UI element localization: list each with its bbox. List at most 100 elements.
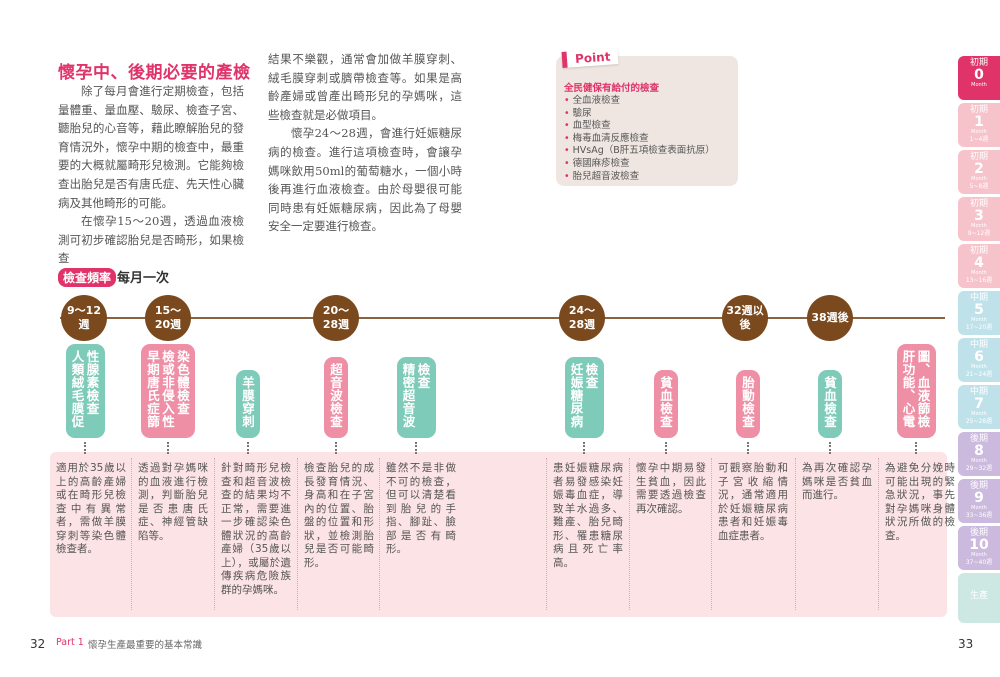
exam-pill: 精密超音波檢查 xyxy=(396,357,436,438)
article-title: 懷孕中、後期必要的產檢 xyxy=(58,63,251,83)
month-tab[interactable]: 生產 xyxy=(958,573,1000,623)
exam-name: 超音波檢查 xyxy=(328,363,343,428)
column-divider xyxy=(711,458,712,610)
exam-name: 人類絨毛膜促性腺素檢查 xyxy=(69,350,100,428)
exam-name: 妊娠糖尿病檢查 xyxy=(568,363,599,428)
connector-tick xyxy=(84,442,86,454)
tab-weeks: 21~24週 xyxy=(965,371,993,378)
exam-description: 針對畸形兒檢查和超音波檢查的結果均不正常，需要進一步確認染色體狀況的高齡產婦（3… xyxy=(221,462,291,596)
connector-tick xyxy=(583,442,585,454)
article-column-1: 除了每月會進行定期檢查，包括量體重、量血壓、驗尿、檢查子宮、聽胎兒的心音等，藉此… xyxy=(58,82,244,268)
exam-pill: 超音波檢查 xyxy=(324,357,348,438)
tab-unit: Month xyxy=(971,364,987,370)
connector-tick xyxy=(665,442,667,454)
point-heading: 全民健保有給付的檢查 xyxy=(564,83,660,94)
tab-stage: 後期 xyxy=(969,528,988,538)
connector-tick xyxy=(167,442,169,454)
tab-unit: Month xyxy=(971,505,987,511)
tab-unit: Month xyxy=(971,270,987,276)
tab-num: 8 xyxy=(974,443,984,459)
tab-unit: Month xyxy=(971,317,987,323)
milestone-circle: 9～12週 xyxy=(61,295,107,341)
exam-pill: 妊娠糖尿病檢查 xyxy=(564,357,604,438)
frequency-label: 檢查頻率 xyxy=(58,268,117,287)
tab-num: 1 xyxy=(974,114,984,130)
milestone-circle: 15～20週 xyxy=(145,295,191,341)
column-divider xyxy=(878,458,879,610)
milestone-circle: 24～28週 xyxy=(559,295,605,341)
point-item: 血型檢查 xyxy=(564,120,730,133)
tab-unit: Month xyxy=(971,411,987,417)
tab-num: 2 xyxy=(974,161,984,177)
exam-name: 胎動檢查 xyxy=(740,376,755,428)
column-divider xyxy=(379,458,380,610)
tab-stage: 中期 xyxy=(969,340,988,350)
exam-name: 貧血檢查 xyxy=(658,376,673,428)
description-panel xyxy=(50,452,947,617)
tab-num: 3 xyxy=(974,208,984,224)
point-item: 德國麻疹檢查 xyxy=(564,158,730,171)
point-item: HVsAg（B肝五項檢查表面抗原） xyxy=(564,145,730,158)
tab-num: 5 xyxy=(974,302,984,318)
tab-num: 6 xyxy=(974,349,984,365)
footer-chapter: 懷孕生產最重要的基本常識 xyxy=(88,640,203,651)
connector-tick xyxy=(915,442,917,454)
exam-description: 透過對孕媽咪的血液進行檢測，判斷胎兒是否患唐氏症、神經管缺陷等。 xyxy=(138,462,208,542)
point-item: 驗尿 xyxy=(564,108,730,121)
point-item: 全血液檢查 xyxy=(564,95,730,108)
exam-pill: 貧血檢查 xyxy=(818,370,842,438)
tab-weeks: 37~40週 xyxy=(965,559,993,566)
column-divider xyxy=(546,458,547,610)
tab-num: 10 xyxy=(969,537,989,553)
paragraph: 結果不樂觀，通常會加做羊膜穿刺、絨毛膜穿刺或臍帶檢查等。如果是高齡產婦或曾產出畸… xyxy=(268,52,462,122)
exam-pill: 貧血檢查 xyxy=(654,370,678,438)
tab-stage: 初期 xyxy=(969,152,988,162)
exam-description: 可觀察胎動和子宮收縮情況，通常適用於妊娠糖尿病患者和妊娠毒血症患者。 xyxy=(718,462,788,542)
tab-weeks: 13~16週 xyxy=(965,277,993,284)
tab-weeks: 25~28週 xyxy=(965,418,993,425)
exam-name: 精密超音波檢查 xyxy=(400,363,431,428)
exam-pill: 肝功能、心電圖、血液篩檢 xyxy=(896,344,936,438)
paragraph: 在懷孕15～20週，透過血液檢測可初步確認胎兒是否畸形，如果檢查 xyxy=(58,214,244,266)
exam-description: 為避免分娩時可能出現的緊急狀況，事先對孕媽咪身體狀況所做的檢查。 xyxy=(885,462,955,542)
tab-stage: 初期 xyxy=(969,199,988,209)
exam-pill: 人類絨毛膜促性腺素檢查 xyxy=(65,344,105,438)
exam-name: 肝功能、心電圖、血液篩檢 xyxy=(900,350,931,428)
exam-description: 雖然不是非做不可的檢查，但可以清楚看到胎兒的手指、腳趾、臉部是否有畸形。 xyxy=(386,462,456,555)
tab-weeks: 1~4週 xyxy=(969,136,989,143)
tab-unit: Month xyxy=(971,458,987,464)
left-page-number: 32 xyxy=(30,637,46,651)
exam-pill: 羊膜穿刺 xyxy=(236,370,260,438)
column-divider xyxy=(629,458,630,610)
article-column-2: 結果不樂觀，通常會加做羊膜穿刺、絨毛膜穿刺或臍帶檢查等。如果是高齡產婦或曾產出畸… xyxy=(268,50,462,236)
exam-description: 患妊娠糖尿病者易發感染妊娠毒血症，導致羊水過多、難產、胎兒畸形、罹患糖尿病且死亡… xyxy=(553,462,623,569)
tab-stage: 後期 xyxy=(969,481,988,491)
tab-stage: 初期 xyxy=(969,246,988,256)
tab-num: 4 xyxy=(974,255,984,271)
tab-num: 0 xyxy=(974,67,984,83)
point-box: 全民健保有給付的檢查 全血液檢查驗尿血型檢查梅毒血清反應檢查HVsAg（B肝五項… xyxy=(556,56,738,186)
exam-description: 為再次確認孕媽咪是否貧血而進行。 xyxy=(802,462,872,501)
connector-tick xyxy=(247,442,249,454)
footer-part: Part 1 xyxy=(56,637,84,648)
point-list: 全血液檢查驗尿血型檢查梅毒血清反應檢查HVsAg（B肝五項檢查表面抗原）德國麻疹… xyxy=(564,95,730,183)
tab-num: 9 xyxy=(974,490,984,506)
connector-tick xyxy=(747,442,749,454)
tab-unit: Month xyxy=(971,223,987,229)
column-divider xyxy=(214,458,215,610)
tab-num: 7 xyxy=(974,396,984,412)
paragraph: 除了每月會進行定期檢查，包括量體重、量血壓、驗尿、檢查子宮、聽胎兒的心音等，藉此… xyxy=(58,84,244,210)
tab-stage: 中期 xyxy=(969,293,988,303)
tab-unit: Month xyxy=(971,129,987,135)
